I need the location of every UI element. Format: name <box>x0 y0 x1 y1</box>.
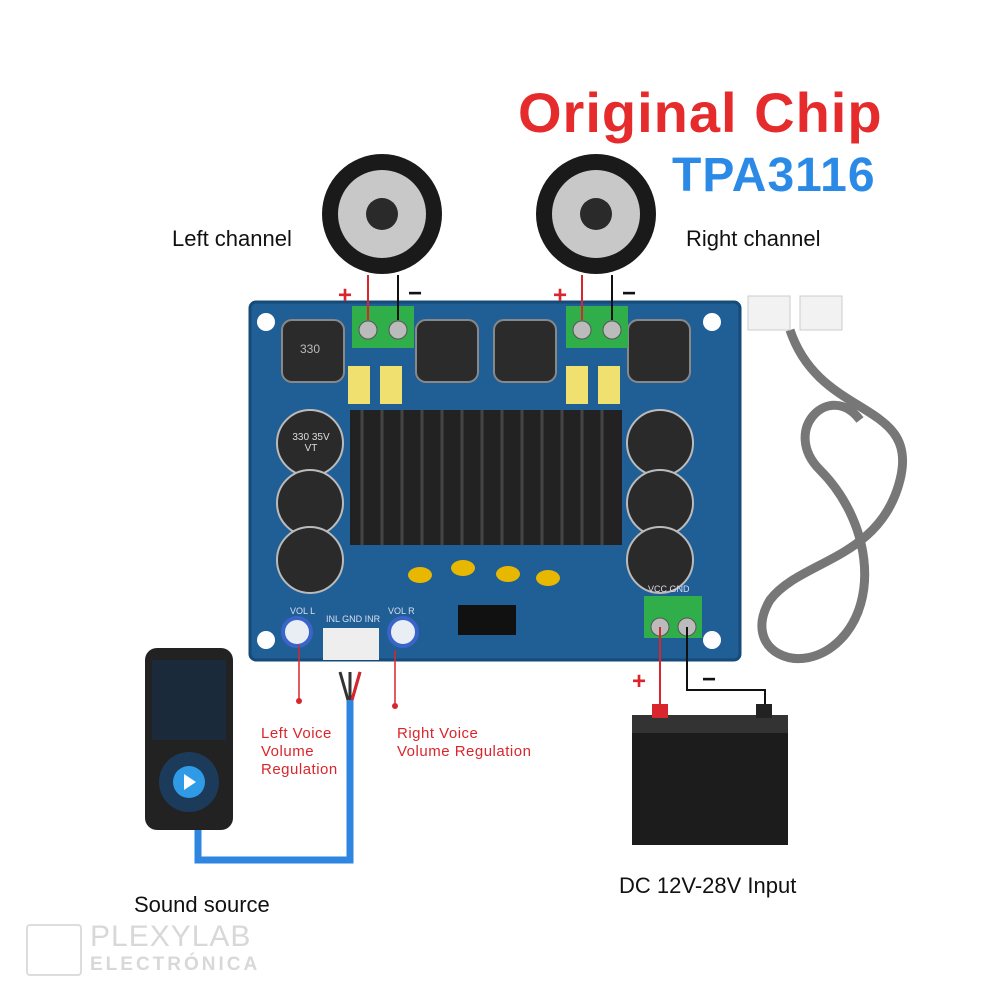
heatsink <box>350 410 622 545</box>
annotation-line: Volume Regulation <box>397 743 532 760</box>
annotation-line: Volume <box>261 743 315 760</box>
vol-r-silk: VOL R <box>388 606 415 616</box>
annotation-line: Regulation <box>261 761 338 778</box>
sound-source-label: Sound source <box>134 892 270 917</box>
left-volume-annotation: Left Voice Volume Regulation <box>261 725 338 779</box>
vol-l-silk: VOL L <box>290 606 316 616</box>
right-speaker <box>536 154 656 274</box>
power-plus: + <box>632 668 647 695</box>
left-plus: + <box>338 282 353 309</box>
right-volume-annotation: Right Voice Volume Regulation <box>397 725 531 761</box>
right-plus: + <box>553 282 568 309</box>
right-volume-pot <box>387 616 419 648</box>
inductors <box>281 319 691 383</box>
right-channel-label: Right channel <box>686 226 821 251</box>
speaker-cable <box>757 328 907 663</box>
capacitor-silk: 330 35V VT <box>292 432 330 454</box>
mounting-holes <box>257 313 721 649</box>
right-minus: − <box>622 280 637 307</box>
annotation-line: Left Voice <box>261 725 332 742</box>
audio-cable <box>194 700 354 864</box>
left-channel-label: Left channel <box>172 226 292 251</box>
power-pins-silk: VCC GND <box>648 584 690 594</box>
power-input-label: DC 12V-28V Input <box>619 873 797 898</box>
annotation-line: Right Voice <box>397 725 479 742</box>
watermark-line1: PLEXYLAB <box>90 920 252 953</box>
input-pins-silk: INL GND INR <box>326 614 381 624</box>
music-player <box>145 648 233 830</box>
electrolytic-capacitors <box>276 409 694 594</box>
ic-chip <box>458 605 516 635</box>
inductor-silk: 330 <box>300 342 321 356</box>
watermark-line2: ELECTRÓNICA <box>90 954 261 975</box>
left-speaker <box>322 154 442 274</box>
input-connector <box>323 628 379 660</box>
chip-model: TPA3116 <box>672 149 876 202</box>
watermark: PLEXYLAB ELECTRÓNICA <box>90 920 260 976</box>
battery <box>632 704 788 845</box>
left-volume-pot <box>281 616 313 648</box>
power-minus: − <box>702 666 717 693</box>
watermark-logo-icon <box>26 924 82 976</box>
page-title: Original Chip <box>518 81 883 144</box>
cable-connector <box>747 295 791 331</box>
film-capacitors <box>348 366 620 404</box>
left-minus: − <box>408 280 423 307</box>
